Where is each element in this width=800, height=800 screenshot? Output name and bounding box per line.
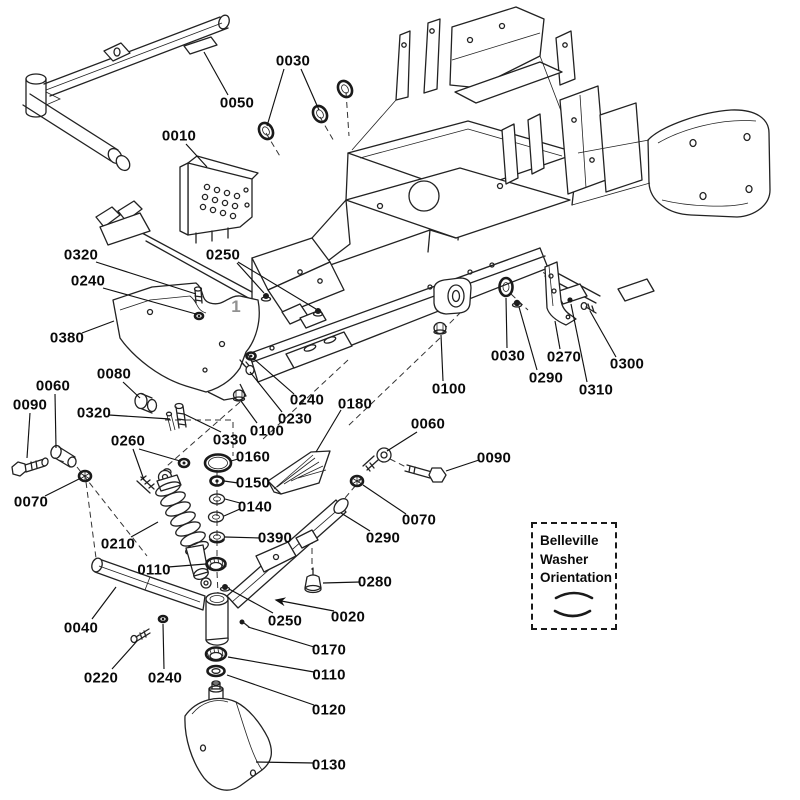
leader-0260 (139, 449, 180, 461)
leader-0060-right (387, 432, 417, 451)
leader-0150 (224, 481, 238, 483)
leader-0380 (82, 321, 114, 333)
leader-0070-right (363, 485, 406, 514)
zone-watermark: 1 (231, 297, 241, 316)
leader-0090-right (446, 460, 479, 471)
leader-0030-a-1 (301, 69, 319, 110)
leader-0220 (112, 641, 137, 669)
leader-0290-a (341, 513, 370, 531)
leader-0040 (92, 587, 116, 619)
leader-0090-left (27, 413, 30, 458)
leader-0120 (227, 675, 314, 705)
leader-0240-a (103, 288, 196, 314)
belleville-line-3: Orientation (540, 570, 613, 585)
leader-0290-b (519, 307, 537, 370)
leader-0010 (186, 144, 207, 167)
leader-0080 (123, 382, 140, 398)
leader-0020 (274, 597, 334, 611)
leader-0210 (131, 522, 158, 537)
caster-spindle-parts (185, 648, 271, 791)
leader-0240-b (254, 359, 294, 394)
alignment-dashed-lines (58, 92, 556, 594)
leader-0050 (204, 52, 228, 95)
belleville-orientation-text: Belleville Washer Orientation (540, 532, 612, 588)
leader-0140 (225, 499, 240, 503)
leader-0110-b (228, 657, 314, 672)
leader-0100-b (441, 335, 443, 381)
leader-0250-b (229, 589, 273, 613)
leader-0390 (225, 537, 260, 538)
axle-weldment (90, 496, 351, 645)
frame-hardware (195, 287, 323, 401)
leader-lines (27, 52, 616, 763)
washer-stack (205, 455, 231, 571)
deflector-0180 (268, 451, 330, 494)
leader-0310 (571, 304, 587, 382)
leader-0180 (316, 410, 341, 452)
belleville-legend (555, 593, 592, 616)
mount-washers-0030 (256, 78, 355, 141)
leader-0250-a (237, 263, 264, 293)
leader-0140-1 (224, 509, 240, 516)
belleville-line-2: Washer (540, 551, 589, 567)
main-frame (96, 7, 770, 382)
leader-0270 (555, 321, 560, 349)
leader-0280 (323, 582, 360, 583)
left-suspension-fasteners (12, 394, 189, 494)
leader-0160 (231, 459, 238, 461)
leader-0230 (250, 372, 282, 412)
leader-0100-a (241, 401, 257, 423)
leader-0030-b (506, 298, 507, 348)
leader-0330 (184, 414, 221, 432)
leader-0070-left (45, 478, 81, 496)
belleville-orientation-box: Belleville Washer Orientation (531, 522, 617, 630)
leader-0300 (590, 311, 616, 357)
leader-0030-a (267, 69, 284, 126)
shock-absorber-0210 (154, 471, 211, 589)
leader-0170 (248, 627, 314, 647)
leader-0320-b (109, 415, 170, 419)
right-suspension-fasteners (351, 448, 446, 487)
side-pod-mount (434, 278, 471, 314)
leader-0110-a (168, 564, 206, 567)
front-bumper-assembly (23, 14, 231, 173)
belleville-line-1: Belleville (540, 533, 599, 548)
leader-0260-1 (133, 449, 144, 480)
leader-0130 (256, 762, 314, 763)
leader-0250-a-1 (238, 262, 316, 309)
leader-0240-c (163, 624, 164, 669)
leader-0320-a (96, 262, 196, 294)
leader-0060-left (55, 394, 56, 448)
control-panel-0010 (180, 156, 258, 243)
